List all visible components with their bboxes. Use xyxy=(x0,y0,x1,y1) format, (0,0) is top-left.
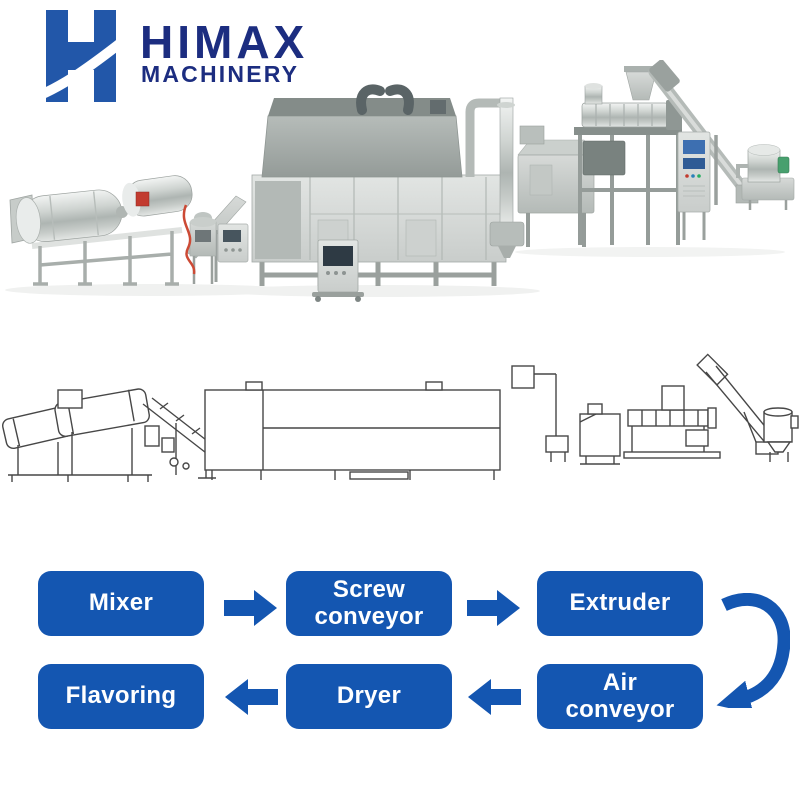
flow-step-label: Mixer xyxy=(88,589,154,617)
arrow-left-icon xyxy=(468,679,521,715)
himax-logo: HIMAX MACHINERY xyxy=(28,10,308,105)
exhaust-duct xyxy=(385,84,414,115)
dryer-hood xyxy=(261,115,463,178)
drawing-air-conveyor xyxy=(511,365,569,462)
flour-mixer-machine xyxy=(736,144,795,210)
exhaust-duct xyxy=(356,84,385,115)
flow-step-label: Screw conveyor xyxy=(314,575,424,630)
control-screen xyxy=(323,246,353,266)
main-control-cabinet xyxy=(677,131,711,240)
flow-step-extruder: Extruder xyxy=(537,571,703,636)
flow-step-label: Flavoring xyxy=(65,682,177,710)
red-cable xyxy=(182,204,196,275)
machinery-photo xyxy=(5,60,795,302)
logo-swoosh xyxy=(28,30,136,105)
flow-step-label: Air conveyor xyxy=(565,668,675,723)
arrow-right-icon xyxy=(467,590,520,626)
himax-logo-mark xyxy=(28,10,136,105)
extruder-barrel xyxy=(581,102,669,128)
hood-fan-motor xyxy=(430,100,446,114)
pedestal-control-panel xyxy=(312,239,364,302)
red-control-box xyxy=(135,191,150,207)
small-control-cabinet xyxy=(217,223,249,263)
curved-arrow-down-icon xyxy=(716,593,790,708)
cabinet-screen xyxy=(683,140,705,154)
flow-step-screw-conveyor: Screw conveyor xyxy=(286,571,452,636)
logo-brand-text: HIMAX xyxy=(140,16,308,68)
drawing-dryer xyxy=(204,381,501,480)
flow-step-dryer: Dryer xyxy=(286,664,452,729)
extruder-motor xyxy=(582,140,626,176)
drawing-flavoring-drums xyxy=(2,388,152,482)
drawing-incline-conveyor xyxy=(142,397,220,479)
floor-shadow xyxy=(220,285,540,297)
flow-step-mixer: Mixer xyxy=(38,571,204,636)
dryer-oven xyxy=(251,84,507,286)
drawing-extruder xyxy=(623,385,721,459)
cutter-machine xyxy=(517,125,595,247)
arrow-right-icon xyxy=(224,590,277,626)
flow-step-air-conveyor: Air conveyor xyxy=(537,664,703,729)
logo-subtitle-text: MACHINERY xyxy=(141,61,299,87)
air-conveyor-pipe xyxy=(465,97,525,258)
drawing-cutter xyxy=(579,403,621,465)
floor-shadow xyxy=(5,284,295,296)
flow-step-label: Dryer xyxy=(336,682,402,710)
extruder-hopper xyxy=(625,71,657,101)
flow-step-label: Extruder xyxy=(569,589,671,617)
machinery-line-drawing xyxy=(2,353,799,482)
flavoring-drum-machine xyxy=(9,189,183,286)
mixer-motor xyxy=(777,156,790,174)
arrow-left-icon xyxy=(225,679,278,715)
floor-shadow xyxy=(515,247,785,257)
drawing-mixer xyxy=(763,407,799,462)
second-flavoring-drum xyxy=(122,175,193,217)
flow-step-flavoring: Flavoring xyxy=(38,664,204,729)
